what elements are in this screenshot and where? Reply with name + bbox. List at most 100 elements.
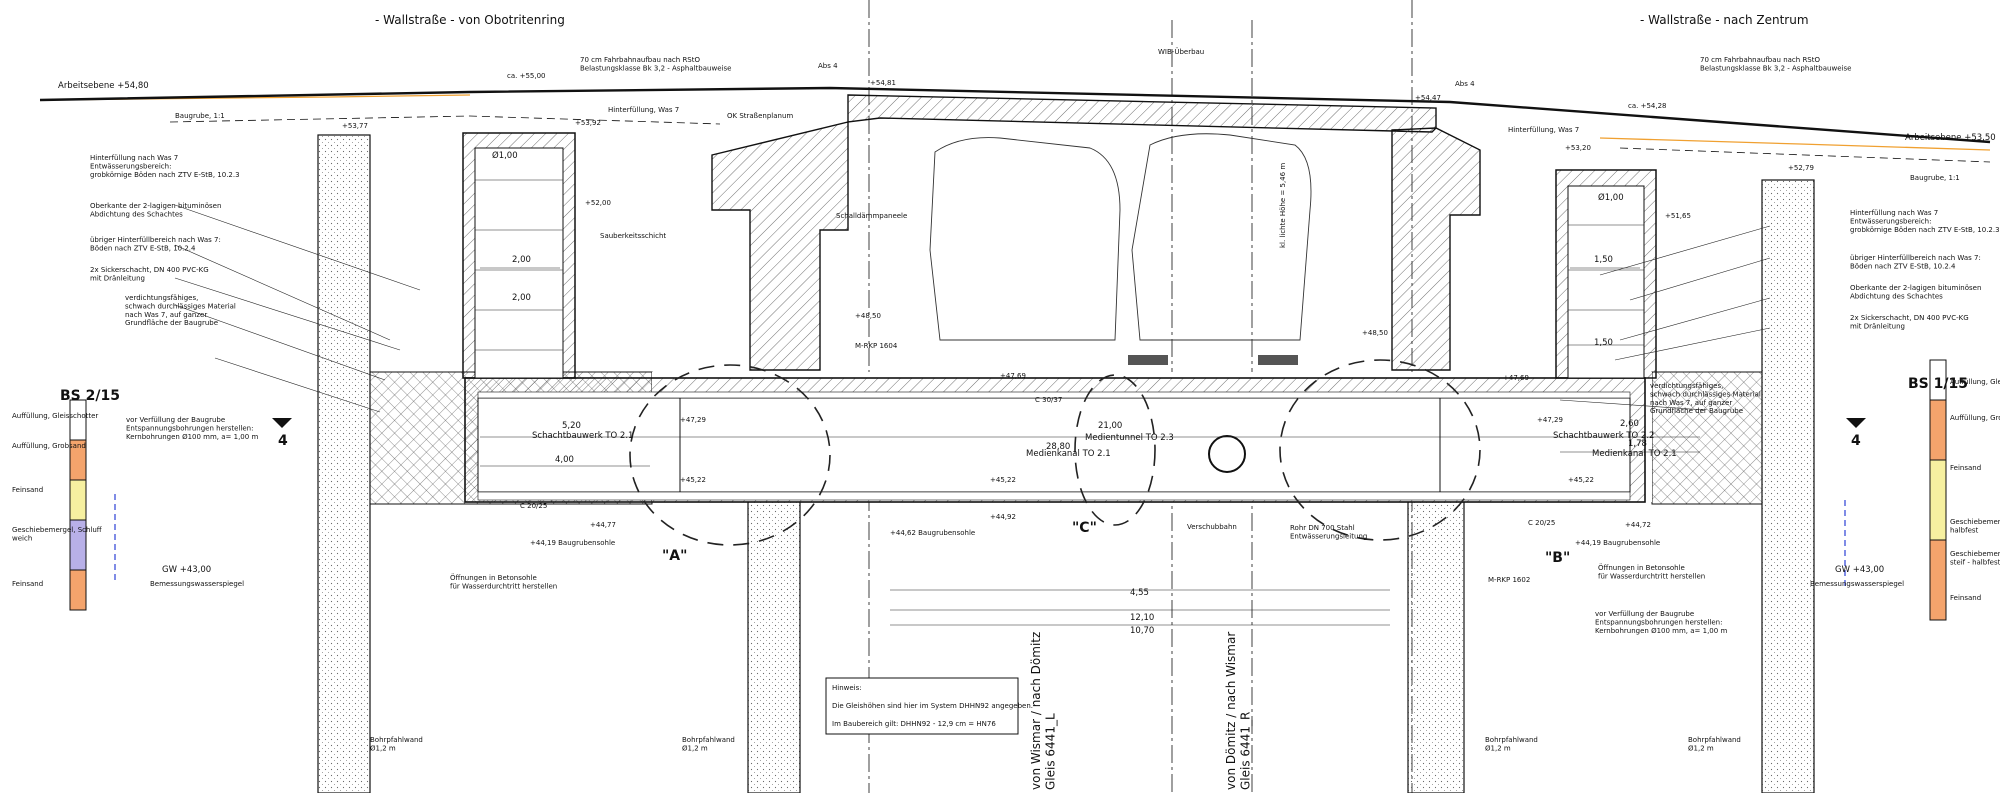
wib-label: WIB-Überbau	[1158, 47, 1204, 56]
level-5377: +53,77	[342, 122, 368, 130]
level-4522a: +45,22	[680, 476, 706, 484]
soil-right-2: Auffüllung, Grobsand	[1950, 414, 2000, 422]
dim-400: 4,00	[555, 455, 574, 465]
medientunnel: Medientunnel TO 2.3	[1085, 433, 1174, 443]
schacht-left: Schachtbauwerk TO 2.1	[532, 431, 633, 441]
dim-150a: 1,50	[1594, 255, 1613, 265]
mrkp1602: M-RKP 1602	[1488, 576, 1530, 584]
label-b: "B"	[1545, 550, 1570, 566]
c2025-left: C 20/25	[520, 502, 547, 510]
dim-260: 2,60	[1620, 419, 1639, 429]
detail-circle-b	[1279, 359, 1481, 541]
title-left: - Wallstraße - von Obotritenring	[375, 13, 565, 27]
arbeitsebene-left: Arbeitsebene +54,80	[58, 81, 149, 91]
rail-left	[1128, 355, 1168, 365]
label-c: "C"	[1072, 520, 1097, 536]
dim-1070: 10,70	[1130, 626, 1154, 636]
schalldaemm: Schalldämmpaneele	[836, 212, 907, 220]
level-4522b: +45,22	[990, 476, 1016, 484]
clearance-profile-right	[1131, 133, 1312, 341]
note-right-5: verdichtungsfähiges,schwach durchlässige…	[1650, 382, 1761, 415]
pipe-dn700	[1208, 435, 1246, 473]
soil-left-1: Auffüllung, Gleisschotter	[12, 412, 98, 420]
dim-455: 4,55	[1130, 588, 1149, 598]
soil-left-3: Feinsand	[12, 486, 43, 494]
dim-520: 5,20	[562, 421, 581, 431]
arbeitsebene-right: Arbeitsebene +53,50	[1905, 133, 1996, 143]
schacht-right: Schachtbauwerk TO 2.2	[1553, 431, 1654, 441]
abutment-right	[1391, 127, 1481, 371]
medienkanal-right: Medienkanal TO 2.1	[1592, 449, 1677, 459]
level-4477: +44,77	[590, 521, 616, 529]
dim-178: 1,78	[1628, 439, 1647, 449]
dim-150b: 1,50	[1594, 338, 1613, 348]
soil-right-4: Geschiebemergel, Sandhalbfest	[1950, 518, 2000, 534]
dim-2880: 28,80	[1046, 442, 1070, 452]
abutment-left	[711, 121, 849, 371]
level-4419a: +44,19 Baugrubensohle	[530, 539, 615, 547]
road-surface	[39, 86, 1991, 144]
abs4-right: Abs 4	[1455, 80, 1475, 88]
bs-right: BS 1/15	[1908, 376, 1968, 392]
level-4850b: +48,50	[1362, 329, 1388, 337]
sauberkeit: Sauberkeitsschicht	[600, 232, 666, 240]
soil-column-left	[69, 399, 87, 611]
soil-left-2: Auffüllung, Grobsand	[12, 442, 86, 450]
dim-d100-left: Ø1,00	[492, 150, 518, 161]
pile-wall-3	[1407, 444, 1465, 793]
baugrube-left: Baugrube, 1:1	[175, 112, 225, 120]
hinterfuellung-left: Hinterfüllung, Was 7	[608, 106, 679, 114]
level-4472: +44,72	[1625, 521, 1651, 529]
bs-left: BS 2/15	[60, 388, 120, 404]
dim-2100: 21,00	[1098, 421, 1122, 431]
baugrube-right: Baugrube, 1:1	[1910, 174, 1960, 182]
abs4-left: Abs 4	[818, 62, 838, 70]
verschubbahn: Verschubbahn	[1187, 523, 1237, 531]
detail-circle-a	[629, 364, 831, 546]
level-4492: +44,92	[990, 513, 1016, 521]
level-4419b: +44,19 Baugrubensohle	[1575, 539, 1660, 547]
detail-circle-c	[1074, 374, 1156, 526]
section-marker-left	[272, 418, 292, 428]
leader-lines	[174, 204, 1771, 413]
level-4729a: +47,29	[680, 416, 706, 424]
dim-1210: 12,10	[1130, 613, 1154, 623]
level-5279: +52,79	[1788, 164, 1814, 172]
section-marker-right	[1846, 418, 1866, 428]
title-right: - Wallstraße - nach Zentrum	[1640, 13, 1809, 27]
section-4-left: 4	[278, 433, 288, 449]
ok-strasse: OK Straßenplanum	[727, 112, 793, 120]
soil-left-5: Feinsand	[12, 580, 43, 588]
medienkanal-left: Medienkanal TO 2.1	[1026, 449, 1111, 459]
label-a: "A"	[662, 548, 687, 564]
gleis-left: von Wismar / nach DömitzGleis 6441_L	[1029, 632, 1057, 790]
bemessung-left: Bemessungswasserspiegel	[150, 580, 244, 588]
pile-wall-1	[317, 134, 371, 793]
soil-right-5: Geschiebemergel, Schluffsteif - halbfest	[1950, 550, 2000, 566]
dimension-lines	[480, 267, 1700, 626]
tunnel-box-inner	[477, 397, 1631, 493]
soil-right-6: Feinsand	[1950, 594, 1981, 602]
dim-d100-right: Ø1,00	[1598, 192, 1624, 203]
lichte-hoehe: kl. lichte Höhe = 5,46 m	[1279, 163, 1287, 248]
section-4-right: 4	[1851, 433, 1861, 449]
ground-line-right	[1599, 137, 1991, 151]
level-ca5428: ca. +54,28	[1628, 102, 1667, 110]
c3037: C 30/37	[1035, 396, 1062, 404]
